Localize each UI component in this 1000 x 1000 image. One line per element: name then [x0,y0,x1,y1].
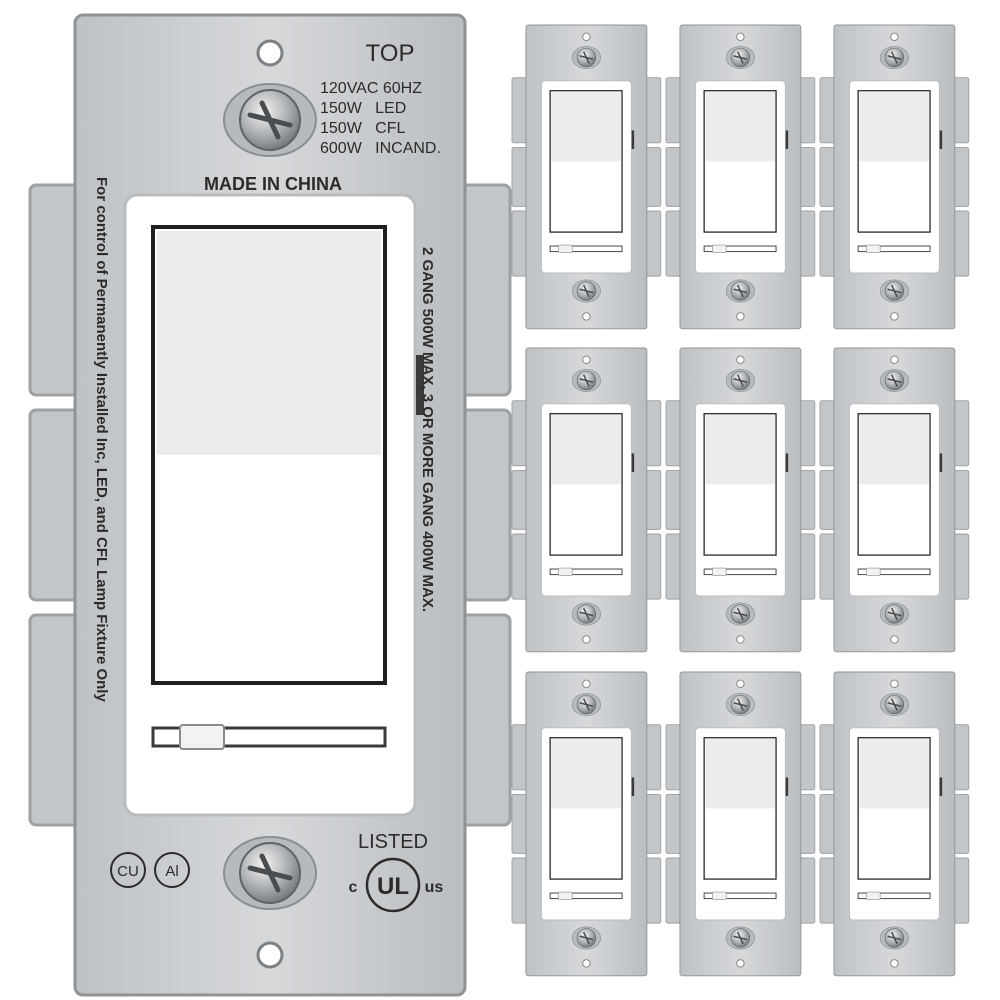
rating-line-2: 150W LED [320,100,406,117]
made-in-marking: MADE IN CHINA [204,174,342,194]
ul-mark: UL [377,873,409,900]
thumbnail-switch [819,347,970,653]
listed-marking: LISTED [358,831,428,853]
thumbnail-grid [511,24,970,977]
ul-listing-badge [365,857,421,913]
thumbnail-switch [819,671,970,977]
thumbnail-switch [511,347,662,653]
cu-mark: CU [117,863,139,880]
rating-line-3: 150W CFL [320,120,405,137]
thumbnail-switch [819,24,970,330]
main-dimmer-switch: TOP 120VAC 60HZ 150W LED 150W CFL 600W I… [30,15,510,995]
cu-badge [110,852,146,888]
top-marking: TOP [366,40,415,67]
ul-us-mark: us [425,879,444,896]
al-mark: Al [165,863,178,880]
thumbnail-switch [511,671,662,977]
thumbnail-switch [665,347,816,653]
ul-c-mark: c [349,879,358,896]
side-text-right: 2 GANG 500W MAX, 3 OR MORE GANG 400W MAX… [419,247,436,612]
thumbnail-switch [511,24,662,330]
thumbnail-switch [665,671,816,977]
rating-line-4: 600W INCAND. [320,140,441,157]
al-badge [154,852,190,888]
rating-line-1: 120VAC 60HZ [320,80,422,97]
side-text-left: For control of Permanently Installed Inc… [93,177,110,702]
thumbnail-switch [665,24,816,330]
